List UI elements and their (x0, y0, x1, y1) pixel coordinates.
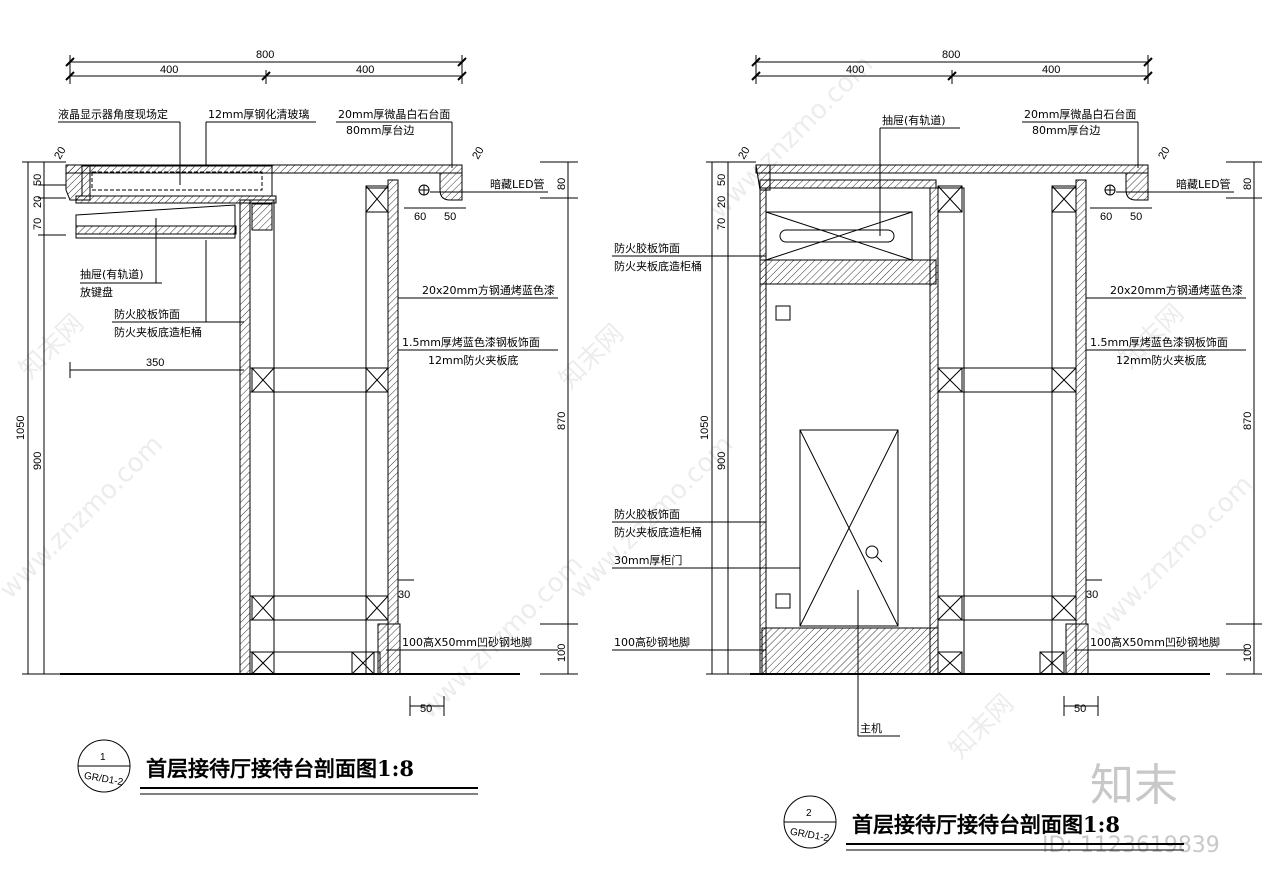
watermark-text: 知末网 (554, 319, 630, 395)
label-lcd: 液晶显示器角度现场定 (58, 107, 168, 121)
dim-870: 870 (1242, 412, 1254, 430)
label-fire-board: 防火胶板饰面 (114, 307, 180, 321)
dim-30: 30 (398, 589, 410, 601)
watermark-text: www.znzmo.com (1084, 470, 1259, 645)
dim-20: 20 (32, 196, 44, 208)
top-dimensions: 800 400 400 (65, 49, 467, 84)
dim-20-top: 20 (736, 145, 753, 162)
label-skirting-left: 100高砂钢地脚 (614, 635, 690, 649)
symbol-ref: GR/D1-2 (789, 827, 830, 845)
label-glass: 12mm厚钢化清玻璃 (208, 107, 309, 121)
dim-50: 50 (716, 174, 728, 186)
drawer (759, 187, 937, 285)
dim-900: 900 (32, 452, 44, 470)
dim-1050: 1050 (15, 416, 27, 440)
dim-20-top: 20 (52, 145, 69, 162)
left-section: 800 400 400 1050 900 50 20 70 20 (15, 49, 578, 795)
dim-30: 30 (1086, 589, 1098, 601)
label-skirting: 100高X50mm凹砂钢地脚 (402, 635, 532, 649)
label-edge: 80mm厚台边 (346, 123, 414, 137)
watermark-logo: 知末 (1090, 760, 1178, 811)
label-stone: 20mm厚微晶白石台面 (338, 107, 450, 121)
countertop (755, 164, 1149, 201)
dim-50-b: 50 (1130, 211, 1142, 223)
label-fire-board-2: 防火胶板饰面 (614, 507, 680, 521)
dim-20-right: 20 (470, 145, 487, 162)
dim-half-left: 400 (160, 64, 178, 76)
right-section: 800 400 400 1050 900 50 20 70 20 (612, 49, 1262, 851)
dim-60: 60 (1100, 211, 1112, 223)
section-title: 首层接待厅接待台剖面图1:8 (146, 756, 414, 781)
symbol-number: 1 (100, 752, 106, 763)
left-dimensions: 1050 900 50 20 70 20 (15, 145, 120, 675)
right-dimensions: 80 870 100 60 50 20 30 50 350 (69, 145, 578, 716)
dim-70: 70 (716, 218, 728, 230)
dim-50-bottom: 50 (1074, 703, 1086, 715)
dim-100: 100 (1242, 644, 1254, 662)
dim-half-left: 400 (846, 64, 864, 76)
dim-total-width: 800 (942, 49, 960, 61)
label-keyboard: 放键盘 (80, 285, 113, 299)
dim-half-right: 400 (356, 64, 374, 76)
dim-60: 60 (414, 211, 426, 223)
right-dimensions: 80 870 100 60 50 20 30 50 (1063, 145, 1262, 716)
label-skirting-right: 100高X50mm凹砂钢地脚 (1090, 635, 1220, 649)
section-symbol: 2 GR/D1-2 (783, 795, 837, 849)
led-tube (418, 184, 430, 196)
top-dimensions: 800 400 400 (751, 49, 1153, 84)
dim-20: 20 (716, 196, 728, 208)
dim-half-right: 400 (1042, 64, 1060, 76)
cabinet-body (750, 179, 1210, 675)
watermark-text: www.znzmo.com (0, 430, 169, 605)
dim-350: 350 (146, 357, 164, 369)
annotations: 液晶显示器角度现场定 12mm厚钢化清玻璃 20mm厚微晶白石台面 80mm厚台… (58, 107, 558, 651)
label-fire-plywood-1: 防火夹板底造柜桶 (614, 259, 702, 273)
dim-1050: 1050 (699, 416, 711, 440)
left-dimensions: 1050 900 50 20 70 20 (699, 145, 760, 675)
label-door: 30mm厚柜门 (614, 553, 682, 567)
countertop (65, 164, 463, 204)
label-fire-plywood-2: 防火夹板底造柜桶 (614, 525, 702, 539)
label-fire-board-1: 防火胶板饰面 (614, 241, 680, 255)
watermark-text: 知末网 (14, 309, 90, 385)
label-steel-plate: 1.5mm厚烤蓝色漆钢板饰面 (1090, 335, 1228, 349)
cabinet-body (60, 179, 520, 675)
watermark-id: ID: 1123619839 (1042, 833, 1220, 858)
section-title: 首层接待厅接待台剖面图1:8 (852, 812, 1120, 837)
label-steel-plate: 1.5mm厚烤蓝色漆钢板饰面 (402, 335, 540, 349)
label-plywood12: 12mm防火夹板底 (1116, 353, 1206, 367)
annotations: 抽屉(有轨道) 20mm厚微晶白石台面 80mm厚台边 暗藏LED管 防火胶板饰… (612, 107, 1246, 737)
dim-total-width: 800 (256, 49, 274, 61)
label-host: 主机 (860, 721, 882, 735)
label-led: 暗藏LED管 (490, 177, 545, 191)
section-symbol: 1 GR/D1-2 (77, 739, 131, 793)
watermark-text: 知末网 (944, 689, 1020, 765)
label-steel-tube: 20x20mm方钢通烤蓝色漆 (422, 283, 555, 297)
label-edge: 80mm厚台边 (1032, 123, 1100, 137)
dim-900: 900 (716, 452, 728, 470)
label-led: 暗藏LED管 (1176, 177, 1231, 191)
dim-50: 50 (32, 174, 44, 186)
symbol-ref: GR/D1-2 (83, 771, 124, 789)
label-steel-tube: 20x20mm方钢通烤蓝色漆 (1110, 283, 1243, 297)
led-tube (1104, 184, 1116, 196)
dim-70: 70 (32, 218, 44, 230)
dim-870: 870 (556, 412, 568, 430)
label-plywood12: 12mm防火夹板底 (428, 353, 518, 367)
dim-80: 80 (1242, 178, 1254, 190)
dim-80: 80 (556, 178, 568, 190)
dim-50-b: 50 (444, 211, 456, 223)
label-fire-plywood: 防火夹板底造柜桶 (114, 325, 202, 339)
dim-100: 100 (556, 644, 568, 662)
symbol-number: 2 (806, 808, 812, 819)
dim-20-right: 20 (1156, 145, 1173, 162)
label-drawer: 抽屉(有轨道) (80, 267, 144, 281)
label-drawer: 抽屉(有轨道) (882, 113, 946, 127)
dim-50-bottom: 50 (420, 703, 432, 715)
label-stone: 20mm厚微晶白石台面 (1024, 107, 1136, 121)
